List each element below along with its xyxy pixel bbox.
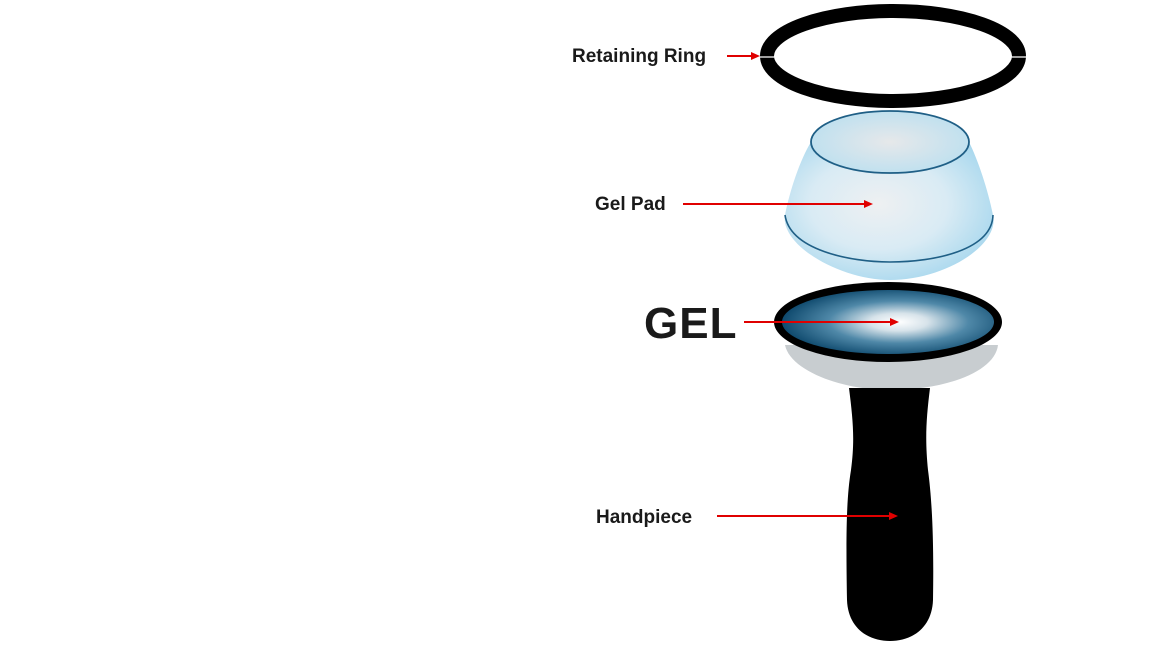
label-handpiece: Handpiece — [596, 507, 692, 528]
label-gel-pad: Gel Pad — [595, 194, 666, 215]
label-gel: GEL — [644, 299, 737, 348]
arrow-retaining-ring — [727, 52, 760, 60]
arrow-gel-pad — [683, 200, 873, 208]
arrow-handpiece — [717, 512, 898, 520]
label-retaining-ring: Retaining Ring — [572, 46, 706, 67]
gel-head — [774, 282, 1002, 390]
retaining-ring — [760, 4, 1027, 108]
gel-pad — [784, 110, 994, 280]
arrow-gel — [744, 318, 899, 326]
